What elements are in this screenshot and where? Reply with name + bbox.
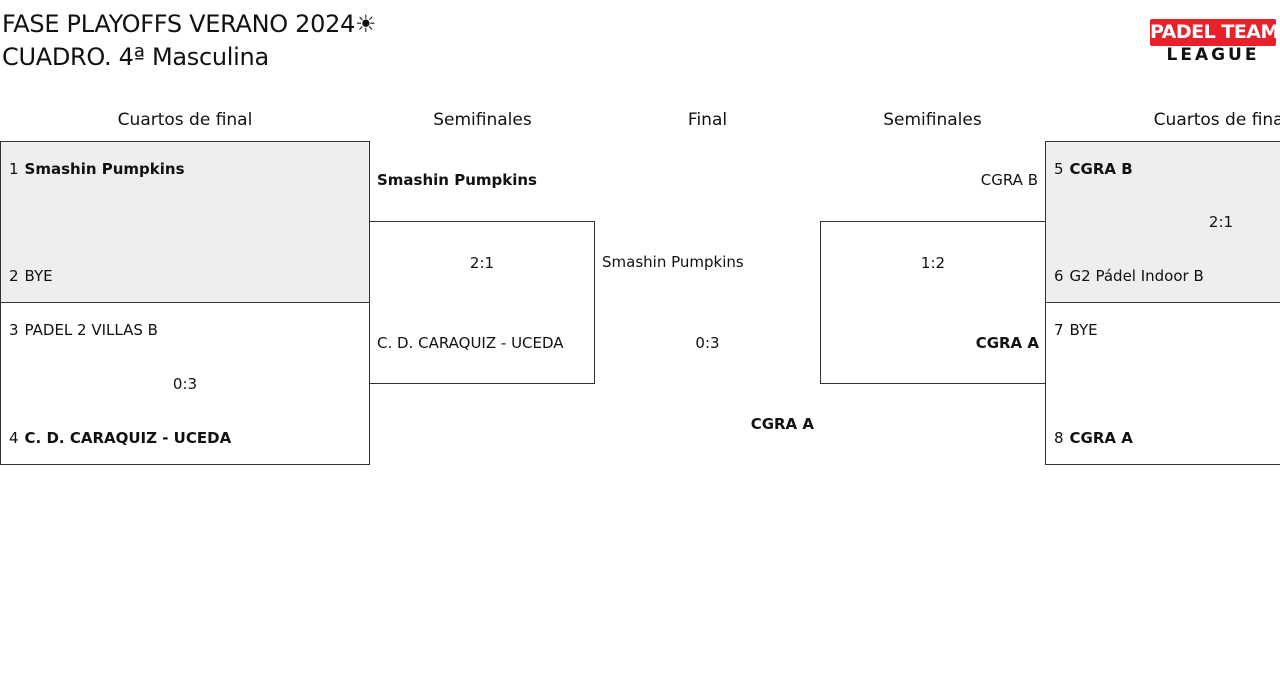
right-qf2-team-a: 7 BYE xyxy=(1054,320,1098,340)
team-name: CGRA B xyxy=(1069,160,1133,178)
padel-team-league-logo: PADEL TEAM LEAGUE xyxy=(1150,19,1279,65)
heading-left-quarterfinals: Cuartos de final xyxy=(117,110,253,130)
team-name: G2 Pádel Indoor B xyxy=(1069,267,1204,285)
left-qf2-team-a: 3 PADEL 2 VILLAS B xyxy=(9,320,158,340)
seed-number: 1 xyxy=(9,160,19,178)
right-qf1-team-a: 5 CGRA B xyxy=(1054,159,1133,179)
team-name: C. D. CARAQUIZ - UCEDA xyxy=(24,429,232,447)
team-name: CGRA A xyxy=(1069,429,1133,447)
page-title: FASE PLAYOFFS VERANO 2024☀ CUADRO. 4ª Ma… xyxy=(2,8,377,74)
team-name: Smashin Pumpkins xyxy=(24,160,185,178)
heading-right-semifinals: Semifinales xyxy=(883,110,982,130)
left-sf-match: 2:1 C. D. CARAQUIZ - UCEDA xyxy=(369,221,595,384)
seed-number: 6 xyxy=(1054,267,1064,285)
left-qf-match-1: 1 Smashin Pumpkins 2 BYE xyxy=(0,141,370,303)
seed-number: 8 xyxy=(1054,429,1064,447)
left-sf-score: 2:1 xyxy=(469,254,495,272)
team-name: BYE xyxy=(1069,321,1098,339)
right-sf-score: 1:2 xyxy=(920,254,946,272)
right-sf-match: 1:2 CGRA A xyxy=(820,221,1046,384)
left-qf1-team-a: 1 Smashin Pumpkins xyxy=(9,159,185,179)
title-line-1: FASE PLAYOFFS VERANO 2024☀ xyxy=(2,10,377,38)
heading-left-semifinals: Semifinales xyxy=(433,110,532,130)
left-sf-team-a: Smashin Pumpkins xyxy=(377,171,537,189)
right-qf1-score: 2:1 xyxy=(1208,213,1234,231)
seed-number: 2 xyxy=(9,267,19,285)
left-sf-team-b: C. D. CARAQUIZ - UCEDA xyxy=(377,334,564,352)
final-team-a: Smashin Pumpkins xyxy=(602,253,744,271)
team-name: BYE xyxy=(24,267,53,285)
logo-top: PADEL TEAM xyxy=(1150,19,1279,46)
title-line-2: CUADRO. 4ª Masculina xyxy=(2,43,269,71)
right-sf-team-a: CGRA B xyxy=(980,171,1038,189)
left-qf1-team-b: 2 BYE xyxy=(9,266,53,286)
seed-number: 5 xyxy=(1054,160,1064,178)
right-qf2-team-b: 8 CGRA A xyxy=(1054,428,1133,448)
seed-number: 4 xyxy=(9,429,19,447)
seed-number: 7 xyxy=(1054,321,1064,339)
right-qf1-team-b: 6 G2 Pádel Indoor B xyxy=(1054,266,1204,286)
right-qf-match-1: 5 CGRA B 2:1 6 G2 Pádel Indoor B xyxy=(1045,141,1280,303)
final-winner: CGRA A xyxy=(750,415,814,433)
left-qf2-score: 0:3 xyxy=(172,375,198,393)
logo-bottom: LEAGUE xyxy=(1166,45,1260,65)
team-name: PADEL 2 VILLAS B xyxy=(24,321,158,339)
final-score: 0:3 xyxy=(695,334,720,352)
left-qf2-team-b: 4 C. D. CARAQUIZ - UCEDA xyxy=(9,428,231,448)
heading-right-quarterfinals: Cuartos de final xyxy=(1153,110,1280,130)
right-qf-match-2: 7 BYE 8 CGRA A xyxy=(1045,302,1280,465)
seed-number: 3 xyxy=(9,321,19,339)
right-sf-team-b: CGRA A xyxy=(975,334,1039,352)
left-qf-match-2: 3 PADEL 2 VILLAS B 0:3 4 C. D. CARAQUIZ - … xyxy=(0,302,370,465)
heading-final: Final xyxy=(687,110,728,130)
